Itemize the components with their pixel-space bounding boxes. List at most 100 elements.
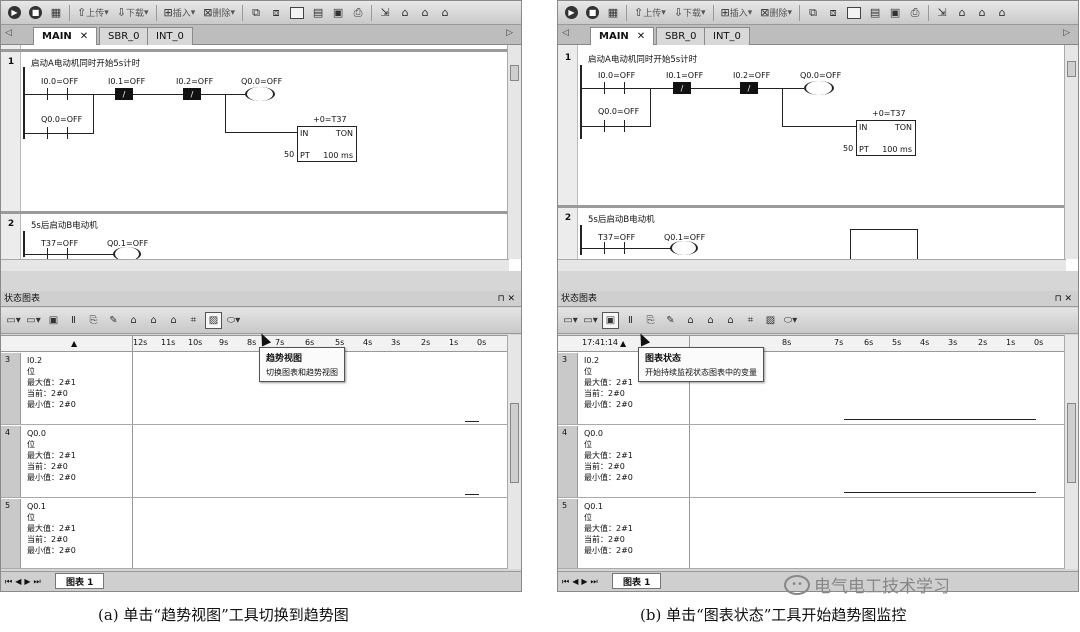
trend-chart[interactable]: 17:41:14 ▲ 8s 7s 6s 5s 4s 3s 2s 1s 0s 3 … bbox=[558, 335, 1066, 569]
pause-button[interactable]: Ⅱ bbox=[622, 312, 639, 329]
contact-no[interactable] bbox=[624, 82, 625, 94]
contact-nc[interactable]: / bbox=[673, 82, 691, 94]
coil[interactable] bbox=[245, 87, 275, 101]
contact-no[interactable] bbox=[604, 82, 605, 94]
save-button[interactable]: ▣ bbox=[329, 4, 347, 22]
contact-no[interactable] bbox=[47, 88, 48, 100]
read-button[interactable]: ⎘ bbox=[85, 312, 102, 329]
force-button[interactable]: ⧈ bbox=[824, 4, 842, 22]
lock-button[interactable]: ⌂ bbox=[396, 4, 414, 22]
contact-no[interactable] bbox=[604, 120, 605, 132]
write-button[interactable]: ✎ bbox=[105, 312, 122, 329]
pin-close-icon[interactable]: ⊓ ✕ bbox=[497, 294, 515, 304]
compile-button[interactable]: ▦ bbox=[47, 4, 65, 22]
insert-button[interactable]: ⊞插入 ▾ bbox=[720, 6, 753, 19]
close-icon[interactable]: ✕ bbox=[636, 31, 646, 42]
contact-no[interactable] bbox=[67, 127, 68, 139]
editor-horizontal-scrollbar[interactable] bbox=[558, 259, 1066, 271]
read-button[interactable]: ⎘ bbox=[642, 312, 659, 329]
stop-button[interactable]: ■ bbox=[26, 4, 45, 22]
contact-no[interactable] bbox=[47, 248, 48, 260]
options-button[interactable]: ⬭▾ bbox=[225, 312, 242, 329]
chart-vertical-scrollbar[interactable] bbox=[1064, 335, 1078, 569]
tab-chart-1[interactable]: 图表 1 bbox=[55, 573, 105, 589]
contact-no[interactable] bbox=[67, 248, 68, 260]
tab-main[interactable]: MAIN✕ bbox=[590, 27, 655, 45]
editor-vertical-scrollbar[interactable] bbox=[1064, 45, 1078, 259]
contact-nc[interactable]: / bbox=[183, 88, 201, 100]
upload-button[interactable]: ⇧上传 ▾ bbox=[77, 6, 109, 19]
unlock-button[interactable]: ⌂ bbox=[416, 4, 434, 22]
contact-no[interactable] bbox=[624, 242, 625, 254]
trend-chart[interactable]: ▲ 12s 11s 10s 9s 8s 7s 6s 5s 4s 3s 2s 1s… bbox=[1, 335, 509, 569]
coil[interactable] bbox=[670, 241, 698, 255]
sheet-nav-icon[interactable]: ⏮◀▶⏭ bbox=[5, 577, 44, 586]
insert-button[interactable]: ⊞插入 ▾ bbox=[163, 6, 196, 19]
force-button[interactable]: ⌂ bbox=[682, 312, 699, 329]
force-button[interactable]: ⧈ bbox=[267, 4, 285, 22]
unlock-button[interactable]: ⌂ bbox=[973, 4, 991, 22]
print-button[interactable]: ⎙ bbox=[906, 4, 924, 22]
trend-view-button[interactable]: ▨ bbox=[762, 312, 779, 329]
add-button[interactable]: ▭▾ bbox=[562, 312, 579, 329]
read-forced-button[interactable]: ⌂ bbox=[165, 312, 182, 329]
tools-button[interactable]: ⌂ bbox=[993, 4, 1011, 22]
contact-no[interactable] bbox=[47, 127, 48, 139]
stop-button[interactable]: ■ bbox=[583, 4, 602, 22]
tab-scroll-left-icon[interactable]: ◁ bbox=[562, 28, 569, 38]
tools-button[interactable]: ⌂ bbox=[436, 4, 454, 22]
remove-button[interactable]: ▭▾ bbox=[25, 312, 42, 329]
tab-main[interactable]: MAIN✕ bbox=[33, 27, 98, 45]
download-button[interactable]: ⇩下载 ▾ bbox=[673, 6, 706, 19]
ton-timer-block[interactable]: IN TON PT 100 ms bbox=[856, 120, 916, 156]
sort-icon[interactable]: ▲ bbox=[71, 339, 78, 348]
unforce-all-button[interactable]: ⌗ bbox=[185, 312, 202, 329]
tab-sbr0[interactable]: SBR_0 bbox=[99, 27, 149, 45]
editor-vertical-scrollbar[interactable] bbox=[507, 45, 521, 259]
table-row[interactable]: 4 Q0.0 位 最大值：2#1 当前：2#0 最小值：2#0 bbox=[558, 426, 1066, 498]
chart-vertical-scrollbar[interactable] bbox=[507, 335, 521, 569]
close-icon[interactable]: ✕ bbox=[79, 31, 89, 42]
contact-no[interactable] bbox=[67, 88, 68, 100]
run-button[interactable]: ▶ bbox=[562, 4, 581, 22]
remove-button[interactable]: ▭▾ bbox=[582, 312, 599, 329]
unforce-all-button[interactable]: ⌗ bbox=[742, 312, 759, 329]
editor-horizontal-scrollbar[interactable] bbox=[1, 259, 509, 271]
table-row[interactable]: 4 Q0.0 位 最大值：2#1 当前：2#0 最小值：2#0 bbox=[1, 426, 509, 498]
export-button[interactable]: ⇲ bbox=[933, 4, 951, 22]
tab-scroll-left-icon[interactable]: ◁ bbox=[5, 28, 12, 38]
tab-scroll-right-icon[interactable]: ▷ bbox=[506, 28, 513, 38]
chart-status-button[interactable]: ▣ bbox=[45, 312, 62, 329]
trend-view-button[interactable]: ▨ bbox=[205, 312, 222, 329]
window-button[interactable] bbox=[844, 4, 864, 22]
tab-int0[interactable]: INT_0 bbox=[704, 27, 750, 45]
chart-status-button[interactable]: ▣ bbox=[602, 312, 619, 329]
contact-nc[interactable]: / bbox=[115, 88, 133, 100]
download-button[interactable]: ⇩下载 ▾ bbox=[116, 6, 149, 19]
scroll-thumb[interactable] bbox=[1067, 403, 1076, 483]
table-row[interactable]: 5 Q0.1 位 最大值：2#1 当前：2#0 最小值：2#0 bbox=[558, 499, 1066, 569]
ladder-editor[interactable]: 1 启动A电动机同时开始5s计时 I0.0=OFF I0.1=OFF I0.2=… bbox=[1, 45, 521, 271]
table-row[interactable]: 3 I0.2 位 最大值：2#1 当前：2#0 最小值：2#0 bbox=[1, 353, 509, 425]
contact-nc[interactable]: / bbox=[740, 82, 758, 94]
write-button[interactable]: ✎ bbox=[662, 312, 679, 329]
upload-button[interactable]: ⇧上传 ▾ bbox=[634, 6, 666, 19]
program-status-button[interactable]: ⧉ bbox=[804, 4, 822, 22]
unforce-button[interactable]: ⌂ bbox=[145, 312, 162, 329]
export-button[interactable]: ⇲ bbox=[376, 4, 394, 22]
scroll-thumb[interactable] bbox=[1067, 61, 1076, 77]
compile-button[interactable]: ▦ bbox=[604, 4, 622, 22]
force-button[interactable]: ⌂ bbox=[125, 312, 142, 329]
program-status-button[interactable]: ⧉ bbox=[247, 4, 265, 22]
tab-sbr0[interactable]: SBR_0 bbox=[656, 27, 706, 45]
lock-button[interactable]: ⌂ bbox=[953, 4, 971, 22]
pin-close-icon[interactable]: ⊓ ✕ bbox=[1054, 294, 1072, 304]
scroll-thumb[interactable] bbox=[510, 403, 519, 483]
read-forced-button[interactable]: ⌂ bbox=[722, 312, 739, 329]
add-button[interactable]: ▭▾ bbox=[5, 312, 22, 329]
open-button[interactable]: ▤ bbox=[309, 4, 327, 22]
ladder-editor[interactable]: 1 启动A电动机同时开始5s计时 I0.0=OFF I0.1=OFF I0.2=… bbox=[558, 45, 1078, 271]
ton-timer-block[interactable]: IN TON PT 100 ms bbox=[297, 126, 357, 162]
tab-int0[interactable]: INT_0 bbox=[147, 27, 193, 45]
delete-button[interactable]: ⊠删除 ▾ bbox=[760, 6, 793, 19]
